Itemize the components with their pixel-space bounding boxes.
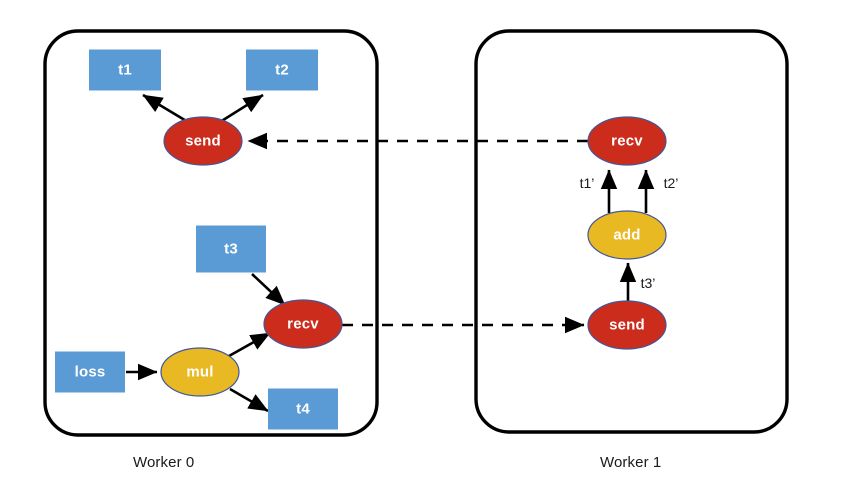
edge-label-t3-prime: t3’	[640, 275, 656, 291]
edge-send-to-t1	[142, 93, 189, 124]
node-add[interactable]	[587, 210, 667, 260]
node-t4[interactable]	[268, 388, 338, 430]
panel-caption-worker1: Worker 1	[600, 454, 662, 471]
node-t1[interactable]	[89, 49, 161, 91]
worker1-panel-border	[474, 29, 789, 434]
node-t2[interactable]	[246, 49, 318, 91]
node-mul[interactable]	[160, 347, 240, 397]
edge-send-to-t2	[219, 93, 264, 124]
node-send-worker0[interactable]	[163, 116, 243, 166]
edge-label-t2-prime: t2’	[663, 175, 679, 191]
node-send-worker1[interactable]	[587, 300, 667, 350]
edge-mul-to-t4	[229, 387, 269, 413]
node-recv-worker1[interactable]	[587, 116, 667, 166]
worker0-panel-border	[43, 29, 379, 437]
edge-label-t1-prime: t1’	[579, 175, 595, 191]
panel-worker1	[474, 29, 789, 434]
node-recv-worker0[interactable]	[263, 299, 343, 349]
node-t3[interactable]	[196, 225, 266, 273]
edge-t3-to-recv	[251, 273, 286, 306]
edge-mul-to-recv	[228, 331, 271, 358]
node-loss[interactable]	[55, 351, 125, 393]
panel-caption-worker0: Worker 0	[133, 454, 195, 471]
panel-worker0	[43, 29, 379, 437]
